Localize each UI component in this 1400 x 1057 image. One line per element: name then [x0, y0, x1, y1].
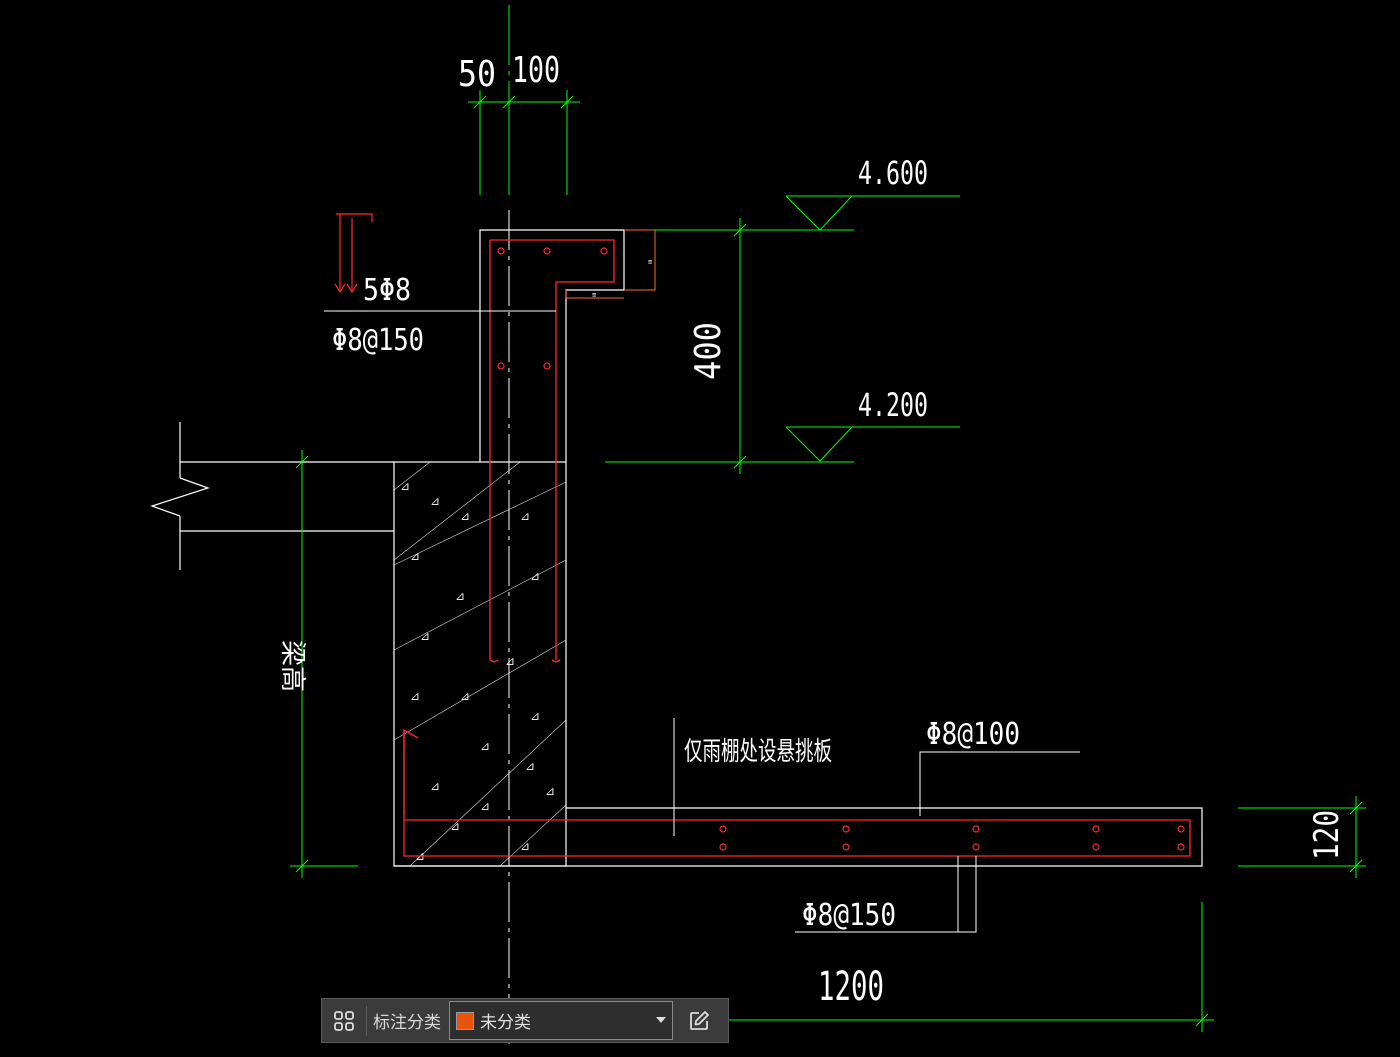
leaders [324, 310, 1080, 933]
svg-text:⊿: ⊿ [410, 549, 420, 563]
svg-text:⊿: ⊿ [400, 479, 410, 493]
svg-text:⊿: ⊿ [530, 709, 540, 723]
beam-section: ⊿⊿⊿ ⊿⊿⊿ ⊿⊿⊿ ⊿⊿⊿ ⊿⊿⊿ ⊿⊿⊿ ⊿⊿ [393, 461, 567, 867]
beam-height-label: 梁高 [277, 640, 307, 692]
chevron-down-icon [656, 1017, 666, 1023]
svg-text:⊿: ⊿ [530, 569, 540, 583]
dim-400: 400 [688, 322, 729, 380]
section-marker [334, 213, 373, 294]
svg-text:⊿: ⊿ [520, 839, 530, 853]
svg-text:⊿: ⊿ [505, 654, 515, 668]
svg-text:⊿: ⊿ [460, 689, 470, 703]
dim-1200: 1200 [818, 964, 884, 1010]
svg-text:⊿: ⊿ [460, 509, 470, 523]
grid-icon-glyph [334, 1010, 354, 1031]
rebar [403, 239, 1191, 857]
svg-text:⊿: ⊿ [480, 799, 490, 813]
dim-50: 50 [458, 54, 496, 95]
cantilever-slab [394, 807, 1203, 867]
adjacent-slab [150, 422, 394, 570]
dimensions [290, 90, 1366, 1032]
edit-icon-glyph [690, 1010, 709, 1030]
svg-text:⊿: ⊿ [430, 494, 440, 508]
rebar-dots [497, 247, 1185, 851]
dim-100: 100 [512, 50, 560, 91]
svg-text:⊿: ⊿ [520, 509, 530, 523]
rebar-label-slab-bottom: Φ8@150 [802, 898, 896, 933]
svg-text:⊿: ⊿ [430, 779, 440, 793]
edit-icon[interactable] [677, 999, 721, 1042]
svg-text:⊿: ⊿ [545, 784, 555, 798]
rebar-label-top-stirrup: Φ8@150 [332, 323, 424, 358]
elevation-top: 4.600 [858, 154, 928, 192]
svg-text:≡: ≡ [592, 291, 596, 299]
upstand-outline [479, 229, 625, 462]
svg-text:⊿: ⊿ [525, 759, 535, 773]
toolbar-separator [366, 1005, 367, 1036]
annotation-toolbar: 标注分类 未分类 [321, 998, 729, 1043]
category-select[interactable]: 未分类 [449, 1001, 673, 1040]
svg-text:⊿: ⊿ [420, 629, 430, 643]
svg-text:⊿: ⊿ [450, 819, 460, 833]
dim-120: 120 [1307, 810, 1347, 860]
elevation-bottom: 4.200 [858, 386, 928, 424]
rebar-label-slab-top: Φ8@100 [926, 717, 1020, 752]
svg-text:⊿: ⊿ [455, 589, 465, 603]
grid-icon[interactable] [322, 999, 366, 1042]
svg-text:⊿: ⊿ [480, 739, 490, 753]
svg-text:⊿: ⊿ [410, 689, 420, 703]
canopy-note: 仅雨棚处设悬挑板 [684, 737, 832, 767]
category-color-swatch [456, 1011, 474, 1030]
category-value: 未分类 [480, 1013, 531, 1033]
rebar-label-top-long: 5Φ8 [363, 273, 411, 308]
category-label: 标注分类 [373, 1013, 441, 1033]
top-hook-dims [565, 229, 656, 299]
svg-text:≡: ≡ [648, 258, 652, 266]
hook-ticks: ≡ ≡ [592, 258, 652, 299]
